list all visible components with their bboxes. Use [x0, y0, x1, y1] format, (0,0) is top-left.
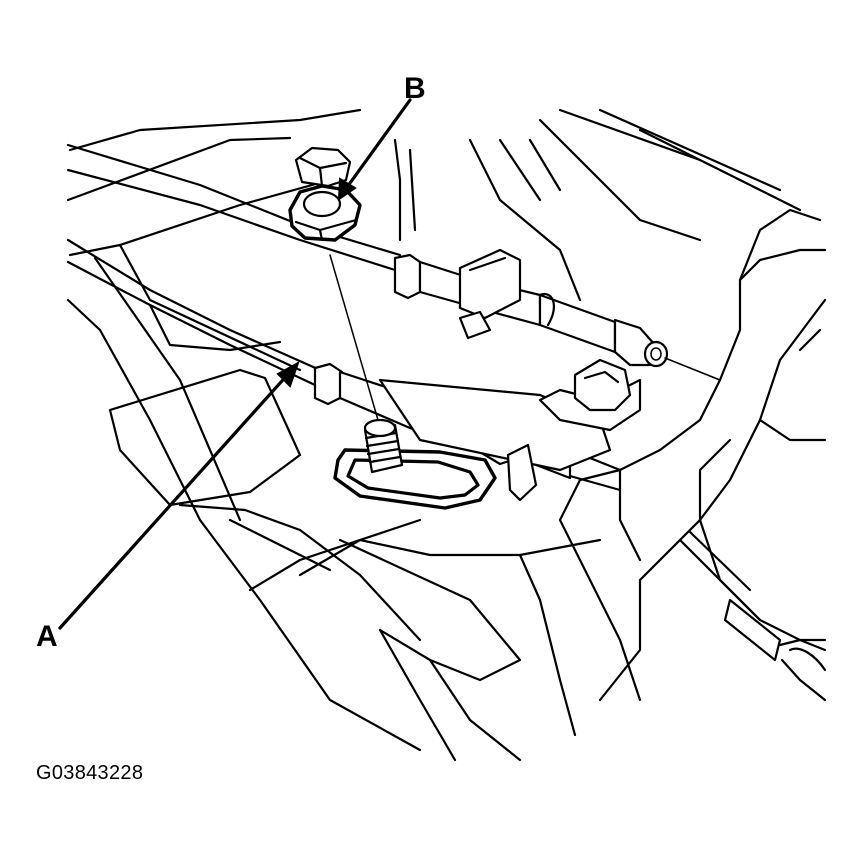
figure-id: G03843228: [36, 762, 144, 784]
callout-label-a: A: [36, 620, 58, 653]
leader-arrow-b: [337, 98, 412, 201]
upper-cable: [66, 143, 721, 381]
flange-nut: [288, 146, 379, 421]
callout-label-b: B: [404, 72, 426, 105]
upper-bracket: [458, 248, 522, 340]
floor-panels: [66, 108, 802, 762]
stud-plate: [333, 418, 497, 510]
lower-right-cable: [678, 530, 827, 702]
lower-bracket: [378, 358, 642, 502]
shifter-housing: [558, 208, 827, 702]
leader-arrow-a: [58, 360, 300, 630]
